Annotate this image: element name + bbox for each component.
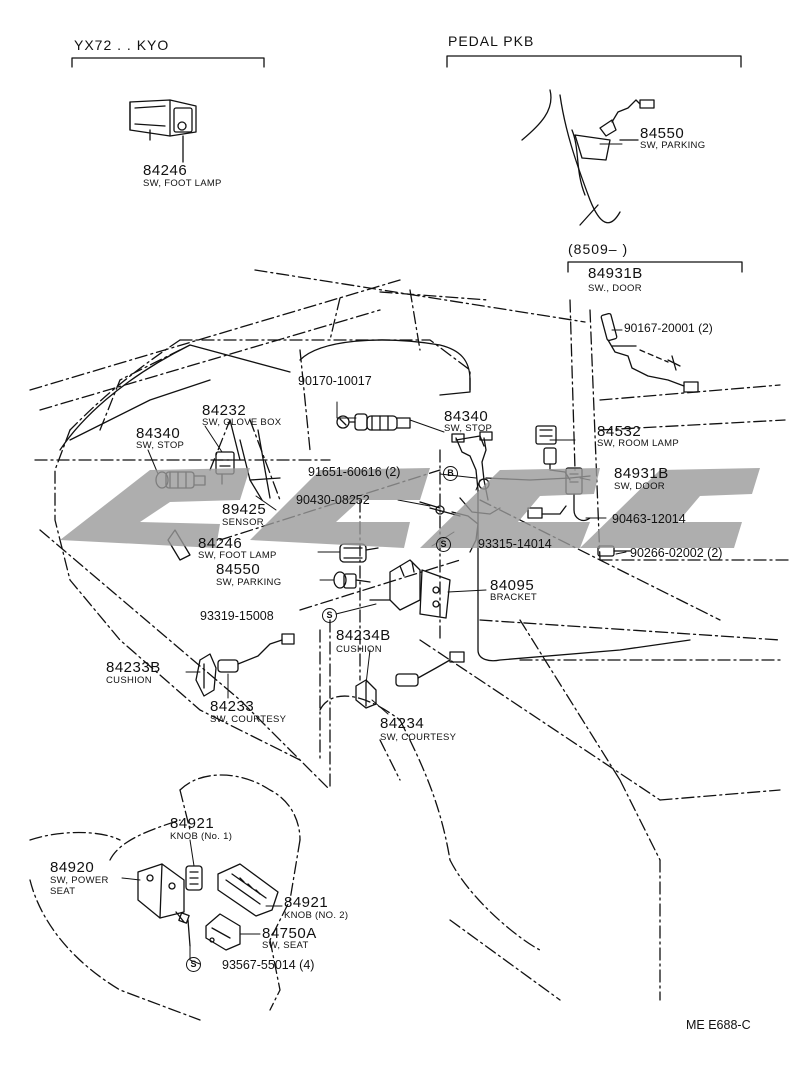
part-desc-84931b-mid: SW, DOOR	[614, 481, 665, 492]
part-number-90463: 90463-12014	[612, 512, 686, 526]
part-number-84232: 84232	[202, 402, 247, 419]
parking-switch-mid-icon	[333, 571, 371, 589]
part-number-84234b: 84234B	[336, 627, 391, 644]
part-desc-84550-mid: SW, PARKING	[216, 577, 282, 588]
part-number-84750a: 84750A	[262, 925, 317, 942]
part-desc-84234: SW, COURTESY	[380, 732, 457, 743]
part-desc-84233: SW, COURTESY	[210, 714, 287, 725]
part-desc-84920-line2: SEAT	[50, 886, 76, 897]
part-number-84340-left: 84340	[136, 425, 181, 442]
leader-lines	[121, 143, 627, 965]
part-desc-84931b-top: SW., DOOR	[588, 283, 642, 294]
part-number-84095: 84095	[490, 577, 535, 594]
sensor-89425-icon	[239, 429, 281, 501]
part-number-84921-no1: 84921	[170, 815, 215, 832]
diagram-code: ME E688-C	[686, 1018, 751, 1032]
part-number-84246-top: 84246	[143, 162, 188, 179]
part-desc-84750a: SW, SEAT	[262, 940, 309, 951]
part-number-90430: 90430-08252	[296, 493, 370, 507]
bracket-8509	[567, 261, 743, 273]
part-number-84532: 84532	[597, 423, 642, 440]
seat-switch-84750a-icon	[205, 913, 241, 951]
part-desc-84550-top: SW, PARKING	[640, 140, 706, 151]
part-number-93567: 93567-55014 (4)	[222, 958, 315, 972]
part-number-84931b-top: 84931B	[588, 265, 643, 282]
part-number-84550-mid: 84550	[216, 561, 261, 578]
seat-outline	[29, 774, 301, 1021]
courtesy-switch-left-icon	[195, 633, 295, 697]
bracket-pedal-pkb	[446, 55, 742, 68]
part-number-84920: 84920	[50, 859, 95, 876]
part-desc-84232: SW, GLOVE BOX	[202, 417, 282, 428]
part-number-84550-top: 84550	[640, 125, 685, 142]
part-desc-84340-right: SW, STOP	[444, 423, 493, 434]
part-desc-84532: SW, ROOM LAMP	[597, 438, 680, 449]
part-number-90170: 90170-10017	[298, 374, 372, 388]
car-body-outline	[29, 269, 791, 1001]
part-desc-84095: BRACKET	[490, 592, 537, 603]
part-number-84931b-mid: 84931B	[614, 465, 669, 482]
foot-lamp-switch-icon	[129, 99, 197, 163]
part-desc-84246-top: SW, FOOT LAMP	[143, 178, 222, 189]
part-number-93315: 93315-14014	[478, 537, 552, 551]
knob-no1-icon	[185, 865, 203, 891]
date-range-header: (8509– )	[568, 241, 629, 257]
part-number-84340-right: 84340	[444, 408, 489, 425]
part-number-93319: 93319-15008	[200, 609, 274, 623]
part-desc-84246-mid: SW, FOOT LAMP	[198, 550, 277, 561]
part-desc-89425: SENSOR	[222, 517, 264, 528]
bracket-yx72	[71, 57, 265, 68]
part-number-89425: 89425	[222, 501, 267, 518]
bracket-84095-icon	[369, 559, 451, 619]
watermark-logo	[60, 468, 760, 548]
part-number-84234: 84234	[380, 715, 425, 732]
part-number-84233b: 84233B	[106, 659, 161, 676]
part-number-90266: 90266-02002 (2)	[630, 546, 723, 560]
model-header: YX72 . . KYO	[74, 37, 170, 53]
part-desc-84921-no2: KNOB (NO. 2)	[284, 910, 349, 921]
part-number-84233: 84233	[210, 698, 255, 715]
symbol-s-93315: S	[436, 537, 451, 552]
part-number-84246-mid: 84246	[198, 535, 243, 552]
stop-switch-right-icon	[336, 413, 411, 431]
symbol-b: B	[443, 466, 458, 481]
part-desc-84920-line1: SW, POWER	[50, 875, 109, 886]
part-desc-84234b: CUSHION	[336, 644, 382, 655]
part-desc-84921-no1: KNOB (No. 1)	[170, 831, 233, 842]
parking-brake-pedal-icon	[521, 89, 655, 226]
pedal-pkb-header: PEDAL PKB	[448, 33, 535, 49]
foot-lamp-switch-mid-icon	[339, 543, 379, 563]
part-number-84921-no2: 84921	[284, 894, 329, 911]
part-number-90167: 90167-20001 (2)	[624, 321, 713, 335]
symbol-s-93319: S	[322, 608, 337, 623]
part-desc-84233b: CUSHION	[106, 675, 152, 686]
part-number-91651: 91651-60616 (2)	[308, 465, 401, 479]
knob-no2-icon	[217, 863, 279, 917]
part-desc-84340-left: SW, STOP	[136, 440, 185, 451]
symbol-s-93567: S	[186, 957, 201, 972]
power-seat-switch-icon	[137, 863, 191, 947]
